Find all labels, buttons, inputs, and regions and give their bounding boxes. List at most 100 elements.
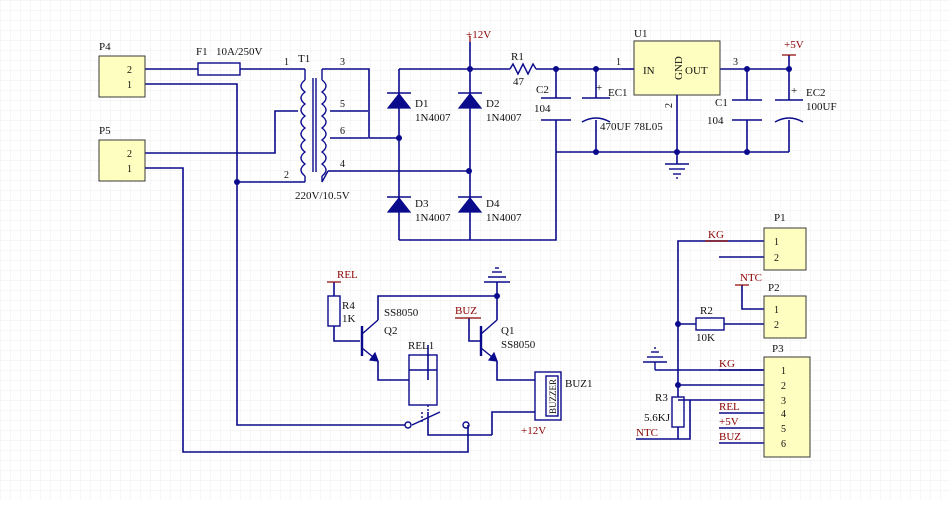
transformer-t1[interactable]: T1 1 2 3 4 5 6 220V/10.5V [284,53,368,202]
u1-ref: U1 [634,28,647,40]
d3-ref: D3 [415,198,429,210]
diode-d2[interactable]: D2 1N4007 [457,92,522,124]
net-buz: BUZ [455,305,481,319]
p1-pin-2: 2 [774,253,779,264]
net-buz-label: BUZ [455,305,477,317]
c2-ref: C2 [536,84,549,96]
connector-p3[interactable]: P3 1 2 3 4 5 6 [763,343,811,458]
transistor-q1[interactable]: Q1 SS8050 [479,319,536,362]
r4-ref: R4 [342,300,355,312]
p2-ref: P2 [768,282,780,294]
net-ntc-p2-label: NTC [740,272,762,284]
p3-pin-2: 2 [781,381,786,392]
p3-net-labels: KG REL +5V BUZ [719,358,741,443]
p4-ref: P4 [99,41,111,53]
r1-value: 47 [513,76,525,88]
relay-rel1[interactable]: REL1 [404,340,470,429]
net-v12-buzzer: +12V [521,425,546,437]
u1-pin-1: 1 [616,57,621,68]
ec1-ref: EC1 [608,87,628,99]
t1-pin-1: 1 [284,57,289,68]
buzzer-buz1[interactable]: BUZZER BUZ1 [534,371,593,421]
net-v12-top: +12V [466,29,491,42]
p3-pin-5: 5 [781,424,786,435]
capacitor-ec2[interactable]: + EC2 100UF [774,85,837,123]
capacitor-c2[interactable]: C2 104 [534,84,571,121]
net-ntc-r3: NTC [636,427,658,439]
p5-pin-2: 2 [127,149,132,160]
net-v12-buzzer-label: +12V [521,425,546,437]
u1-in: IN [643,65,655,77]
p1-ref: P1 [774,212,786,224]
ground-symbol-right [643,347,667,370]
net-rel-label: REL [337,269,358,281]
net-buz-p3-label: BUZ [719,431,741,443]
resistor-r2[interactable]: R2 10K [695,305,725,344]
resistor-r4[interactable]: R4 1K [327,295,356,327]
fuse-f1[interactable]: F1 10A/250V [196,46,263,76]
d1-ref: D1 [415,98,428,110]
transistor-q2[interactable]: SS8050 Q2 [360,307,419,362]
capacitor-c1[interactable]: C1 104 [707,97,762,127]
net-v5-top-label: +5V [784,39,804,51]
d1-value: 1N4007 [415,112,451,124]
p3-ref: P3 [772,343,784,355]
ec1-value: 470UF [600,121,631,133]
q1-value: SS8050 [501,339,536,351]
connector-p1[interactable]: P1 1 2 [763,212,807,271]
p2-pin-1: 1 [774,305,779,316]
connector-p4[interactable]: P4 2 1 [98,41,146,98]
ground-symbol-mid [484,267,510,283]
r1-ref: R1 [511,51,524,63]
net-v5-p3-label: +5V [719,416,739,428]
buz1-body: BUZZER [548,379,558,414]
d2-ref: D2 [486,98,499,110]
u1-out: OUT [685,65,708,77]
diode-d3[interactable]: D3 1N4007 [386,196,451,224]
diode-d1[interactable]: D1 1N4007 [386,92,451,124]
p3-pin-1: 1 [781,366,786,377]
net-kg-p1-label: KG [708,229,724,241]
diode-d4[interactable]: D4 1N4007 [457,196,522,224]
d3-value: 1N4007 [415,212,451,224]
ec2-polarity: + [791,85,797,97]
connector-p5[interactable]: P5 2 1 [98,125,146,182]
q1-ref: Q1 [501,325,514,337]
p4-pin-2: 2 [127,65,132,76]
capacitor-ec1[interactable]: + EC1 470UF [581,82,631,133]
t1-ref: T1 [298,53,310,65]
c1-ref: C1 [715,97,728,109]
junctions [234,66,792,388]
net-kg-p3-label: KG [719,358,735,370]
ec2-value: 100UF [806,101,837,113]
p5-ref: P5 [99,125,111,137]
buz1-ref: BUZ1 [565,378,593,390]
r3-value: 5.6KJ [644,412,671,424]
p4-pin-1: 1 [127,80,132,91]
connector-p2[interactable]: P2 1 2 [763,282,807,339]
resistor-r1[interactable]: R1 47 [509,51,537,88]
f1-ref: F1 [196,46,208,58]
ec2-ref: EC2 [806,87,826,99]
u1-value: 78L05 [634,121,663,133]
q2-value: SS8050 [384,307,419,319]
t1-pin-2: 2 [284,170,289,181]
net-v5-top: +5V [782,39,804,56]
q2-ref: Q2 [384,325,397,337]
p3-pin-4: 4 [781,409,786,420]
t1-pin-4: 4 [340,159,345,170]
d4-ref: D4 [486,198,500,210]
net-rel-p3-label: REL [719,401,740,413]
regulator-u1[interactable]: U1 IN OUT GND 1 2 3 78L05 [616,28,738,133]
net-kg-p1: KG [705,229,728,242]
t1-pin-5: 5 [340,99,345,110]
p2-pin-2: 2 [774,320,779,331]
p1-pin-1: 1 [774,237,779,248]
net-ntc-r3-label: NTC [636,427,658,439]
p5-pin-1: 1 [127,164,132,175]
u1-pin-3: 3 [733,57,738,68]
resistor-r3[interactable]: R3 5.6KJ [644,392,685,428]
c2-value: 104 [534,103,551,115]
